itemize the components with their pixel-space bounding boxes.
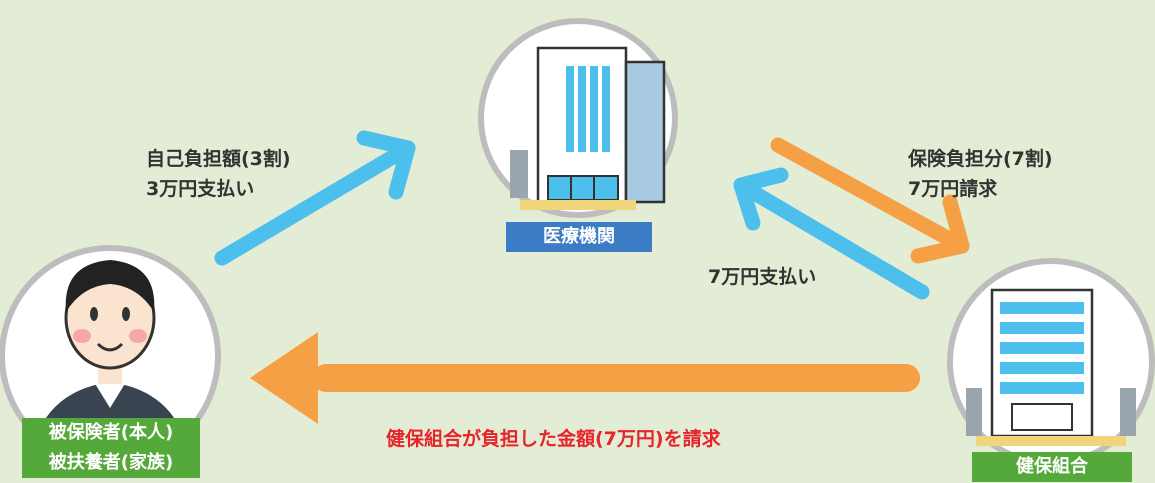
- copay-label-line1: 自己負担額(3割): [146, 148, 291, 170]
- patient-label-line2: 被扶養者(家族): [48, 452, 174, 473]
- insurance-claim-label-line2: 7万円請求: [908, 178, 998, 200]
- hospital-icon: [478, 18, 678, 218]
- copay-label: 自己負担額(3割) 3万円支払い: [146, 144, 291, 204]
- copay-label-line2: 3万円支払い: [146, 178, 255, 200]
- reimbursement-claim-label: 健保組合が負担した金額(7万円)を請求: [386, 428, 721, 450]
- reimbursement-claim-arrow: [250, 332, 920, 424]
- patient-avatar: [0, 245, 221, 467]
- insurance-claim-arrow: [770, 137, 970, 264]
- union-label: 健保組合: [972, 452, 1132, 482]
- insurance-payment-label: 7万円支払い: [708, 266, 817, 288]
- patient-label-line1: 被保険者(本人): [48, 422, 174, 443]
- patient-label: 被保険者(本人) 被扶養者(家族): [22, 418, 200, 478]
- copay-arrow: [214, 130, 416, 266]
- insurance-payment-arrow: [733, 167, 930, 300]
- hospital-label: 医療機関: [506, 222, 652, 252]
- insurance-claim-label-line1: 保険負担分(7割): [908, 148, 1053, 170]
- union-building-icon: [947, 258, 1155, 466]
- insurance-claim-label: 保険負担分(7割) 7万円請求: [908, 144, 1053, 204]
